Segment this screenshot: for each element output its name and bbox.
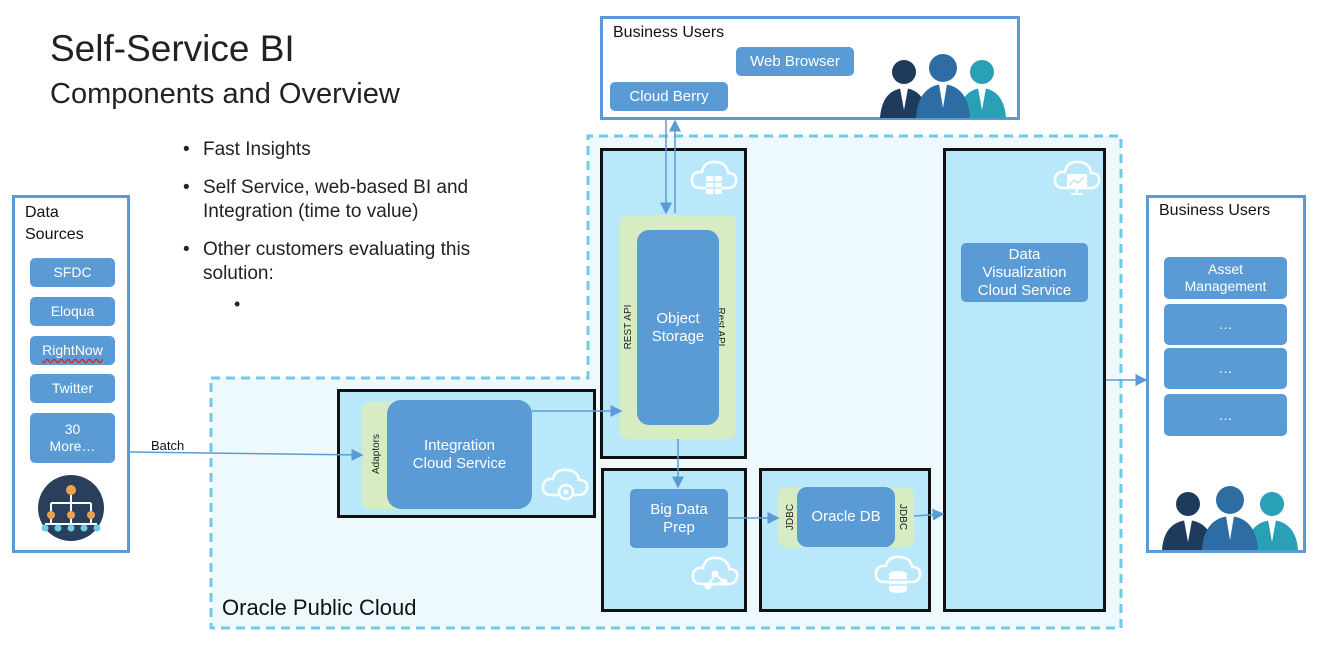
cloud-berry-box: Cloud Berry xyxy=(610,82,728,111)
dvcs-box: Data Visualization Cloud Service xyxy=(961,243,1088,302)
source-twitter: Twitter xyxy=(30,374,115,403)
cloud-analytics-icon xyxy=(691,556,739,590)
cloud-storage-icon xyxy=(874,555,922,593)
source-more: 30 More… xyxy=(30,413,115,463)
batch-label: Batch xyxy=(151,438,185,453)
adaptors-label: Adaptors xyxy=(370,433,382,475)
page-subtitle: Components and Overview xyxy=(50,78,400,110)
bullet-item: Fast Insights xyxy=(183,138,523,162)
oracle-public-cloud-label: Oracle Public Cloud xyxy=(222,595,417,620)
users-group-icon xyxy=(1162,486,1298,550)
bullet-item: Other customers evaluating this solution… xyxy=(183,238,523,286)
hierarchy-icon xyxy=(38,475,104,541)
sub-bullet: • xyxy=(234,294,241,314)
page-title: Self-Service BI xyxy=(50,28,295,69)
jdbc-right-label: JDBC xyxy=(897,503,909,531)
oracle-db-box: Oracle DB xyxy=(797,487,895,547)
cloud-integration-icon xyxy=(541,468,589,501)
dvcs-panel xyxy=(943,148,1106,612)
integration-cloud-service-box: Integration Cloud Service xyxy=(387,400,532,509)
cloud-database-icon xyxy=(690,160,738,194)
bullet-list: Fast Insights Self Service, web-based BI… xyxy=(183,138,523,300)
web-browser-box: Web Browser xyxy=(736,47,854,76)
users-group-icon xyxy=(880,54,1006,118)
cloud-visualization-icon xyxy=(1053,160,1101,195)
placeholder-item: … xyxy=(1164,348,1287,389)
source-eloqua: Eloqua xyxy=(30,297,115,326)
jdbc-left-label: JDBC xyxy=(784,503,796,531)
placeholder-item: … xyxy=(1164,304,1287,345)
placeholder-item: … xyxy=(1164,394,1287,436)
rest-api-left-label: REST API xyxy=(622,304,634,350)
business-users-top-title: Business Users xyxy=(613,24,725,41)
data-sources-title: Data Sources xyxy=(25,204,84,243)
source-rightnow: RightNow xyxy=(30,336,115,365)
big-data-prep-box: Big Data Prep xyxy=(630,489,728,548)
bullet-item: Self Service, web-based BI and Integrati… xyxy=(183,176,523,224)
business-users-right-title: Business Users xyxy=(1159,202,1271,219)
object-storage-box: Object Storage xyxy=(637,230,719,425)
asset-management-box: Asset Management xyxy=(1164,257,1287,299)
source-sfdc: SFDC xyxy=(30,258,115,287)
